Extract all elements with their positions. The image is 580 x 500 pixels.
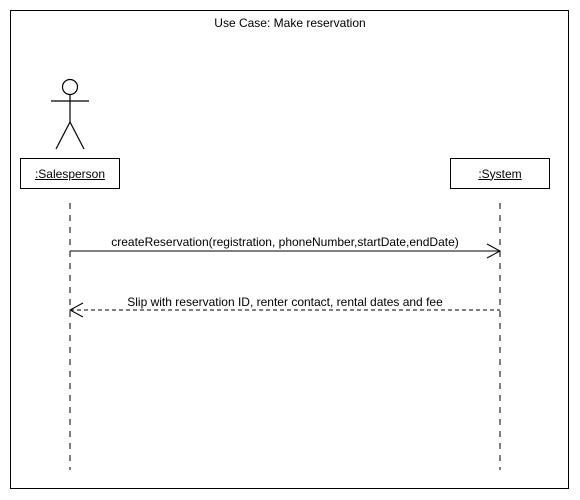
lifeline-head-system: :System xyxy=(450,158,550,189)
message-return-arrow xyxy=(68,302,500,318)
message-create-reservation-arrow xyxy=(70,243,502,259)
message-create-reservation-label: createReservation(registration, phoneNum… xyxy=(111,235,459,249)
lifeline-label-system: :System xyxy=(478,166,522,181)
diagram-title: Use Case: Make reservation xyxy=(214,16,366,30)
lifeline-label-salesperson: :Salesperson xyxy=(34,166,106,181)
message-return-label: Slip with reservation ID, renter contact… xyxy=(127,295,443,309)
actor-icon xyxy=(51,78,89,150)
diagram-frame xyxy=(10,10,569,489)
lifeline-head-salesperson: :Salesperson xyxy=(20,158,120,189)
